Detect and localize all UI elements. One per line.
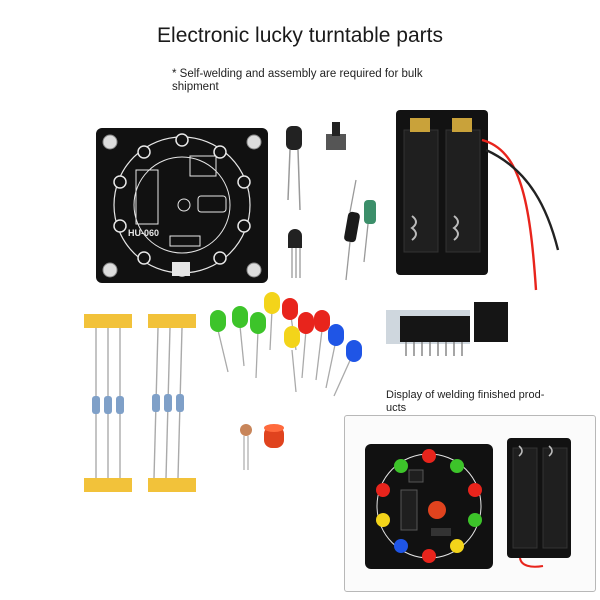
transistor-image xyxy=(288,229,302,278)
ceramic-capacitor-image xyxy=(240,424,252,470)
battery-holder-image xyxy=(396,110,560,291)
resistor-image xyxy=(84,314,196,492)
push-button-image xyxy=(326,122,346,150)
ic-socket-image xyxy=(386,302,508,356)
capacitor-image xyxy=(344,179,376,281)
page-title: Electronic lucky turntable parts xyxy=(157,24,443,47)
finished-product-image xyxy=(365,438,571,569)
potentiometer-image xyxy=(286,126,302,211)
assembly-note: * Self-welding and assembly are required… xyxy=(172,68,423,93)
led-image xyxy=(210,292,362,397)
pcb-board-image: HU-060 xyxy=(96,128,268,283)
pcb-model-label: HU-060 xyxy=(128,228,159,238)
finished-product-panel xyxy=(344,415,596,592)
finished-caption: Display of welding finished prod-ucts xyxy=(386,389,545,414)
knob-cap-image xyxy=(264,424,284,448)
